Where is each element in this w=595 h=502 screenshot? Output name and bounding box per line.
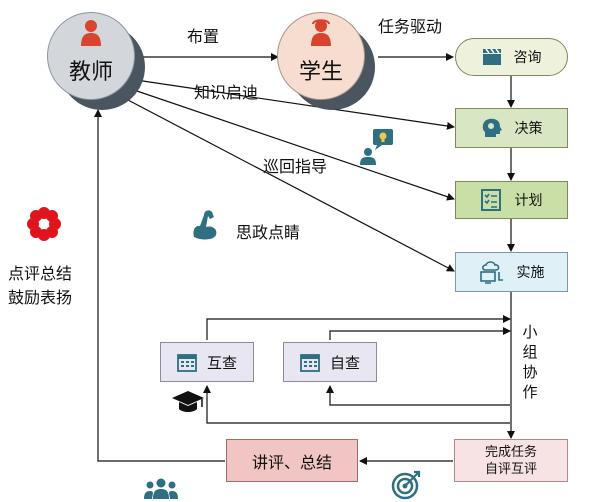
arrow-group-to-self bbox=[326, 385, 510, 406]
head-gears-icon bbox=[482, 118, 502, 137]
task-drive-label: 任务驱动 bbox=[378, 17, 443, 36]
arrow-knowledge bbox=[135, 79, 455, 130]
arrow-self-to-group bbox=[329, 327, 511, 340]
group-work-char: 协 bbox=[522, 363, 538, 381]
step-decide: 决策 bbox=[455, 108, 568, 148]
cloud-computer-icon bbox=[479, 261, 503, 284]
step-consult-label: 咨询 bbox=[513, 50, 542, 66]
step-complete-line1: 完成任务 bbox=[484, 444, 537, 460]
step-implement-label: 实施 bbox=[516, 265, 545, 281]
flexed-arm-icon bbox=[193, 210, 217, 240]
group-work-char: 小 bbox=[522, 323, 538, 341]
assign-label: 布置 bbox=[187, 27, 220, 46]
group-work-char: 作 bbox=[522, 383, 538, 401]
student-person-icon bbox=[311, 19, 331, 46]
step-review-label: 讲评、总结 bbox=[251, 452, 332, 472]
group-work-char: 组 bbox=[522, 343, 538, 361]
student-node: 学生 bbox=[277, 12, 377, 110]
step-complete: 完成任务 自评互评 bbox=[454, 439, 568, 482]
arrow-mutual-to-group bbox=[206, 315, 511, 340]
step-plan-label: 计划 bbox=[514, 193, 543, 209]
step-mutual-check-label: 互查 bbox=[206, 353, 237, 372]
idea-person-icon bbox=[360, 129, 393, 165]
teacher-node: 教师 bbox=[47, 12, 145, 110]
calendar-icon bbox=[300, 354, 320, 372]
checklist-icon bbox=[480, 189, 501, 211]
arrow-ideology bbox=[127, 99, 455, 272]
step-implement: 实施 bbox=[455, 252, 568, 292]
step-self-check-label: 自查 bbox=[329, 353, 360, 372]
step-consult: 咨询 bbox=[455, 38, 568, 76]
ideology-label: 思政点睛 bbox=[236, 223, 301, 242]
step-review: 讲评、总结 bbox=[226, 439, 358, 482]
target-icon bbox=[391, 470, 421, 500]
calendar-icon bbox=[177, 354, 197, 372]
arrow-feedback-teacher bbox=[94, 109, 225, 462]
graduation-cap-icon bbox=[172, 391, 204, 412]
step-plan: 计划 bbox=[455, 181, 568, 219]
arrow-patrol bbox=[133, 89, 455, 201]
step-mutual-check: 互查 bbox=[160, 342, 254, 382]
knowledge-label: 知识启迪 bbox=[194, 83, 259, 102]
flower-icon bbox=[27, 207, 61, 241]
clapperboard-icon bbox=[482, 48, 501, 65]
praise-line1: 点评总结 bbox=[8, 264, 73, 283]
arrow-group-to-mutual bbox=[203, 385, 510, 424]
teacher-label: 教师 bbox=[68, 60, 113, 85]
team-icon bbox=[144, 478, 178, 499]
step-complete-line2: 自评互评 bbox=[484, 461, 537, 477]
student-label: 学生 bbox=[298, 60, 343, 85]
teacher-person-icon bbox=[81, 20, 101, 46]
group-work-label: 小 组 协 作 bbox=[520, 322, 540, 402]
step-self-check: 自查 bbox=[283, 342, 377, 382]
step-decide-label: 决策 bbox=[514, 121, 543, 137]
patrol-label: 巡回指导 bbox=[263, 157, 328, 176]
praise-line2: 鼓励表扬 bbox=[8, 288, 73, 307]
